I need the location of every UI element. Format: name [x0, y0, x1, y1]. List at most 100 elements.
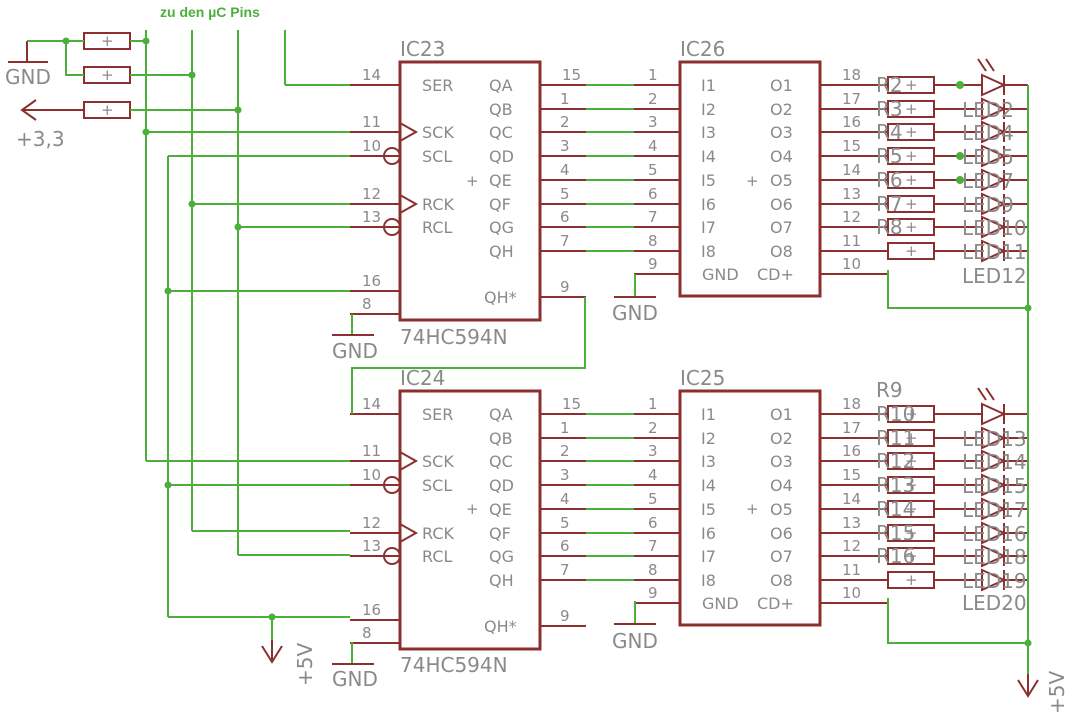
pin-name: QH	[489, 242, 514, 261]
resistor-label: R6	[876, 168, 903, 192]
pin-number: 10	[842, 584, 861, 602]
resistor-label: R2	[876, 73, 903, 97]
resistor-label: R12	[876, 449, 915, 473]
pin-name: GND	[702, 265, 739, 284]
resistor-label: R14	[876, 497, 915, 521]
pin-name: QH*	[484, 288, 517, 307]
led-label: LED11	[962, 240, 1027, 264]
led-icon	[981, 97, 1007, 121]
pin-number: 9	[648, 584, 658, 602]
pin-number: 6	[560, 537, 570, 555]
pin-number: 12	[362, 185, 381, 203]
pin-number: 8	[648, 561, 658, 579]
pin-number: 2	[648, 419, 658, 437]
led-icon	[981, 449, 1007, 473]
pin-number: 8	[362, 624, 372, 642]
pin-name: RCL	[422, 547, 452, 566]
pin-number: 15	[562, 395, 581, 413]
pin-number: 13	[842, 185, 861, 203]
pin-number: 12	[842, 208, 861, 226]
resistor-label: R3	[876, 97, 903, 121]
pin-name: QC	[489, 452, 513, 471]
pin-number: 5	[648, 490, 658, 508]
pin-name: I2	[701, 100, 716, 119]
gnd-label-ic23: GND	[332, 339, 378, 363]
led-icon	[981, 521, 1007, 545]
pin-name: I3	[701, 123, 716, 142]
pin-number: 12	[842, 537, 861, 555]
gnd-label-ic25: GND	[612, 629, 658, 653]
pin-number: 7	[560, 232, 570, 250]
resistor-polarity: +	[905, 547, 918, 565]
pin-number: 3	[560, 466, 570, 484]
resistor-polarity: +	[905, 171, 918, 189]
pin-name: O4	[770, 476, 793, 495]
ic25-name: IC25	[680, 366, 725, 390]
pin-number: 18	[842, 395, 861, 413]
ic23-part: 74HC594N	[400, 325, 508, 349]
pin-name: SCK	[422, 452, 454, 471]
pin-name: I2	[701, 429, 716, 448]
pin-number: 11	[842, 232, 861, 250]
pin-name: SCL	[422, 147, 452, 166]
svg-text:+: +	[101, 32, 114, 50]
led-icon	[981, 568, 1007, 592]
led-label: LED18	[962, 545, 1027, 569]
pin-name: QB	[489, 100, 513, 119]
pin-name: I6	[701, 524, 716, 543]
resistor-polarity: +	[905, 476, 918, 494]
uc-pins-label: zu den µC Pins	[160, 4, 260, 20]
pin-number: 9	[648, 255, 658, 273]
resistor-polarity: +	[905, 195, 918, 213]
led-label: LED19	[962, 569, 1027, 593]
pin-name: O7	[770, 218, 793, 237]
pin-name: SCK	[422, 123, 454, 142]
led-icon	[981, 239, 1007, 263]
ic23-shift-register: IC23 74HC594N +	[398, 37, 542, 349]
pin-number: 2	[560, 113, 570, 131]
resistor-polarity: +	[905, 452, 918, 470]
pin-number: 10	[362, 466, 381, 484]
led-icon	[981, 192, 1007, 216]
resistor-label: R7	[876, 192, 903, 216]
led-icon	[981, 120, 1007, 144]
ic24-name: IC24	[400, 366, 445, 390]
pin-name: O4	[770, 147, 793, 166]
resistor-polarity: +	[905, 242, 918, 260]
driver-0-pins: 1I12I23I34I45I56I67I78I89GND18O117O216O3…	[634, 66, 888, 284]
led-icon	[981, 497, 1007, 521]
led-label: LED2	[962, 98, 1014, 122]
resistor-polarity: +	[905, 218, 918, 236]
pin-number: 16	[362, 601, 381, 619]
led-label: LED13	[962, 427, 1027, 451]
schematic-dynamic: 14SER11SCK10SCL12RCK13RCL16815QA1QB2QC3Q…	[350, 58, 1028, 644]
pin-name: CD+	[757, 265, 794, 284]
resistor-polarity: +	[905, 571, 918, 589]
pin-name: QC	[489, 123, 513, 142]
led-label: LED4	[962, 121, 1014, 145]
pin-name: I5	[701, 500, 716, 519]
pin-number: 8	[362, 295, 372, 313]
pin-name: O5	[770, 171, 793, 190]
pin-name: CD+	[757, 594, 794, 613]
pin-number: 1	[648, 395, 658, 413]
led-label-extra-bottom: LED20	[962, 591, 1027, 615]
pin-number: 15	[842, 466, 861, 484]
pin-name: I1	[701, 405, 716, 424]
pin-number: 5	[560, 185, 570, 203]
ic23-name: IC23	[400, 37, 445, 61]
pin-number: 4	[648, 466, 658, 484]
svg-text:+: +	[466, 172, 479, 190]
svg-text:+: +	[466, 500, 479, 518]
pin-name: RCK	[422, 524, 454, 543]
driver-1-pins: 1I12I23I34I45I56I67I78I89GND18O117O216O3…	[634, 395, 888, 613]
resistor-label: R13	[876, 473, 915, 497]
pin-name: QF	[489, 195, 511, 214]
pin-name: O3	[770, 452, 793, 471]
pin-number: 4	[648, 137, 658, 155]
pin-name: O6	[770, 524, 793, 543]
pin-name: O1	[770, 405, 793, 424]
pin-number: 9	[560, 607, 570, 625]
